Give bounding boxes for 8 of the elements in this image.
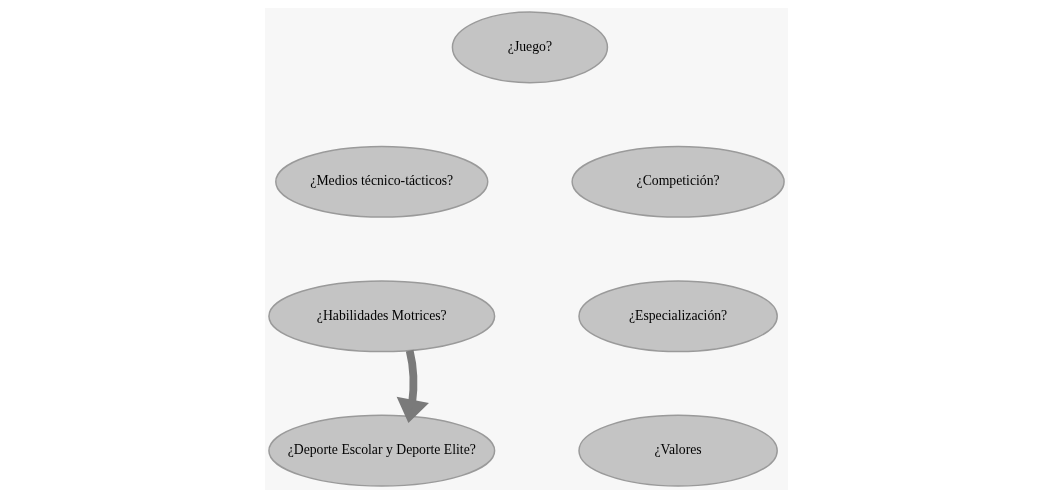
node-ellipse: ¿Juego? (451, 11, 608, 84)
arrow (396, 349, 429, 423)
node-ellipse: ¿Especialización? (577, 280, 778, 353)
node-ellipse: ¿Deporte Escolar y Deporte Elite? (267, 414, 495, 487)
node-ellipse: ¿Medios técnico-tácticos? (274, 145, 488, 218)
node-ellipse: ¿Habilidades Motrices? (267, 280, 495, 353)
node-ellipse: ¿Competición? (570, 145, 785, 218)
node-ellipse: ¿Valores (577, 414, 778, 487)
